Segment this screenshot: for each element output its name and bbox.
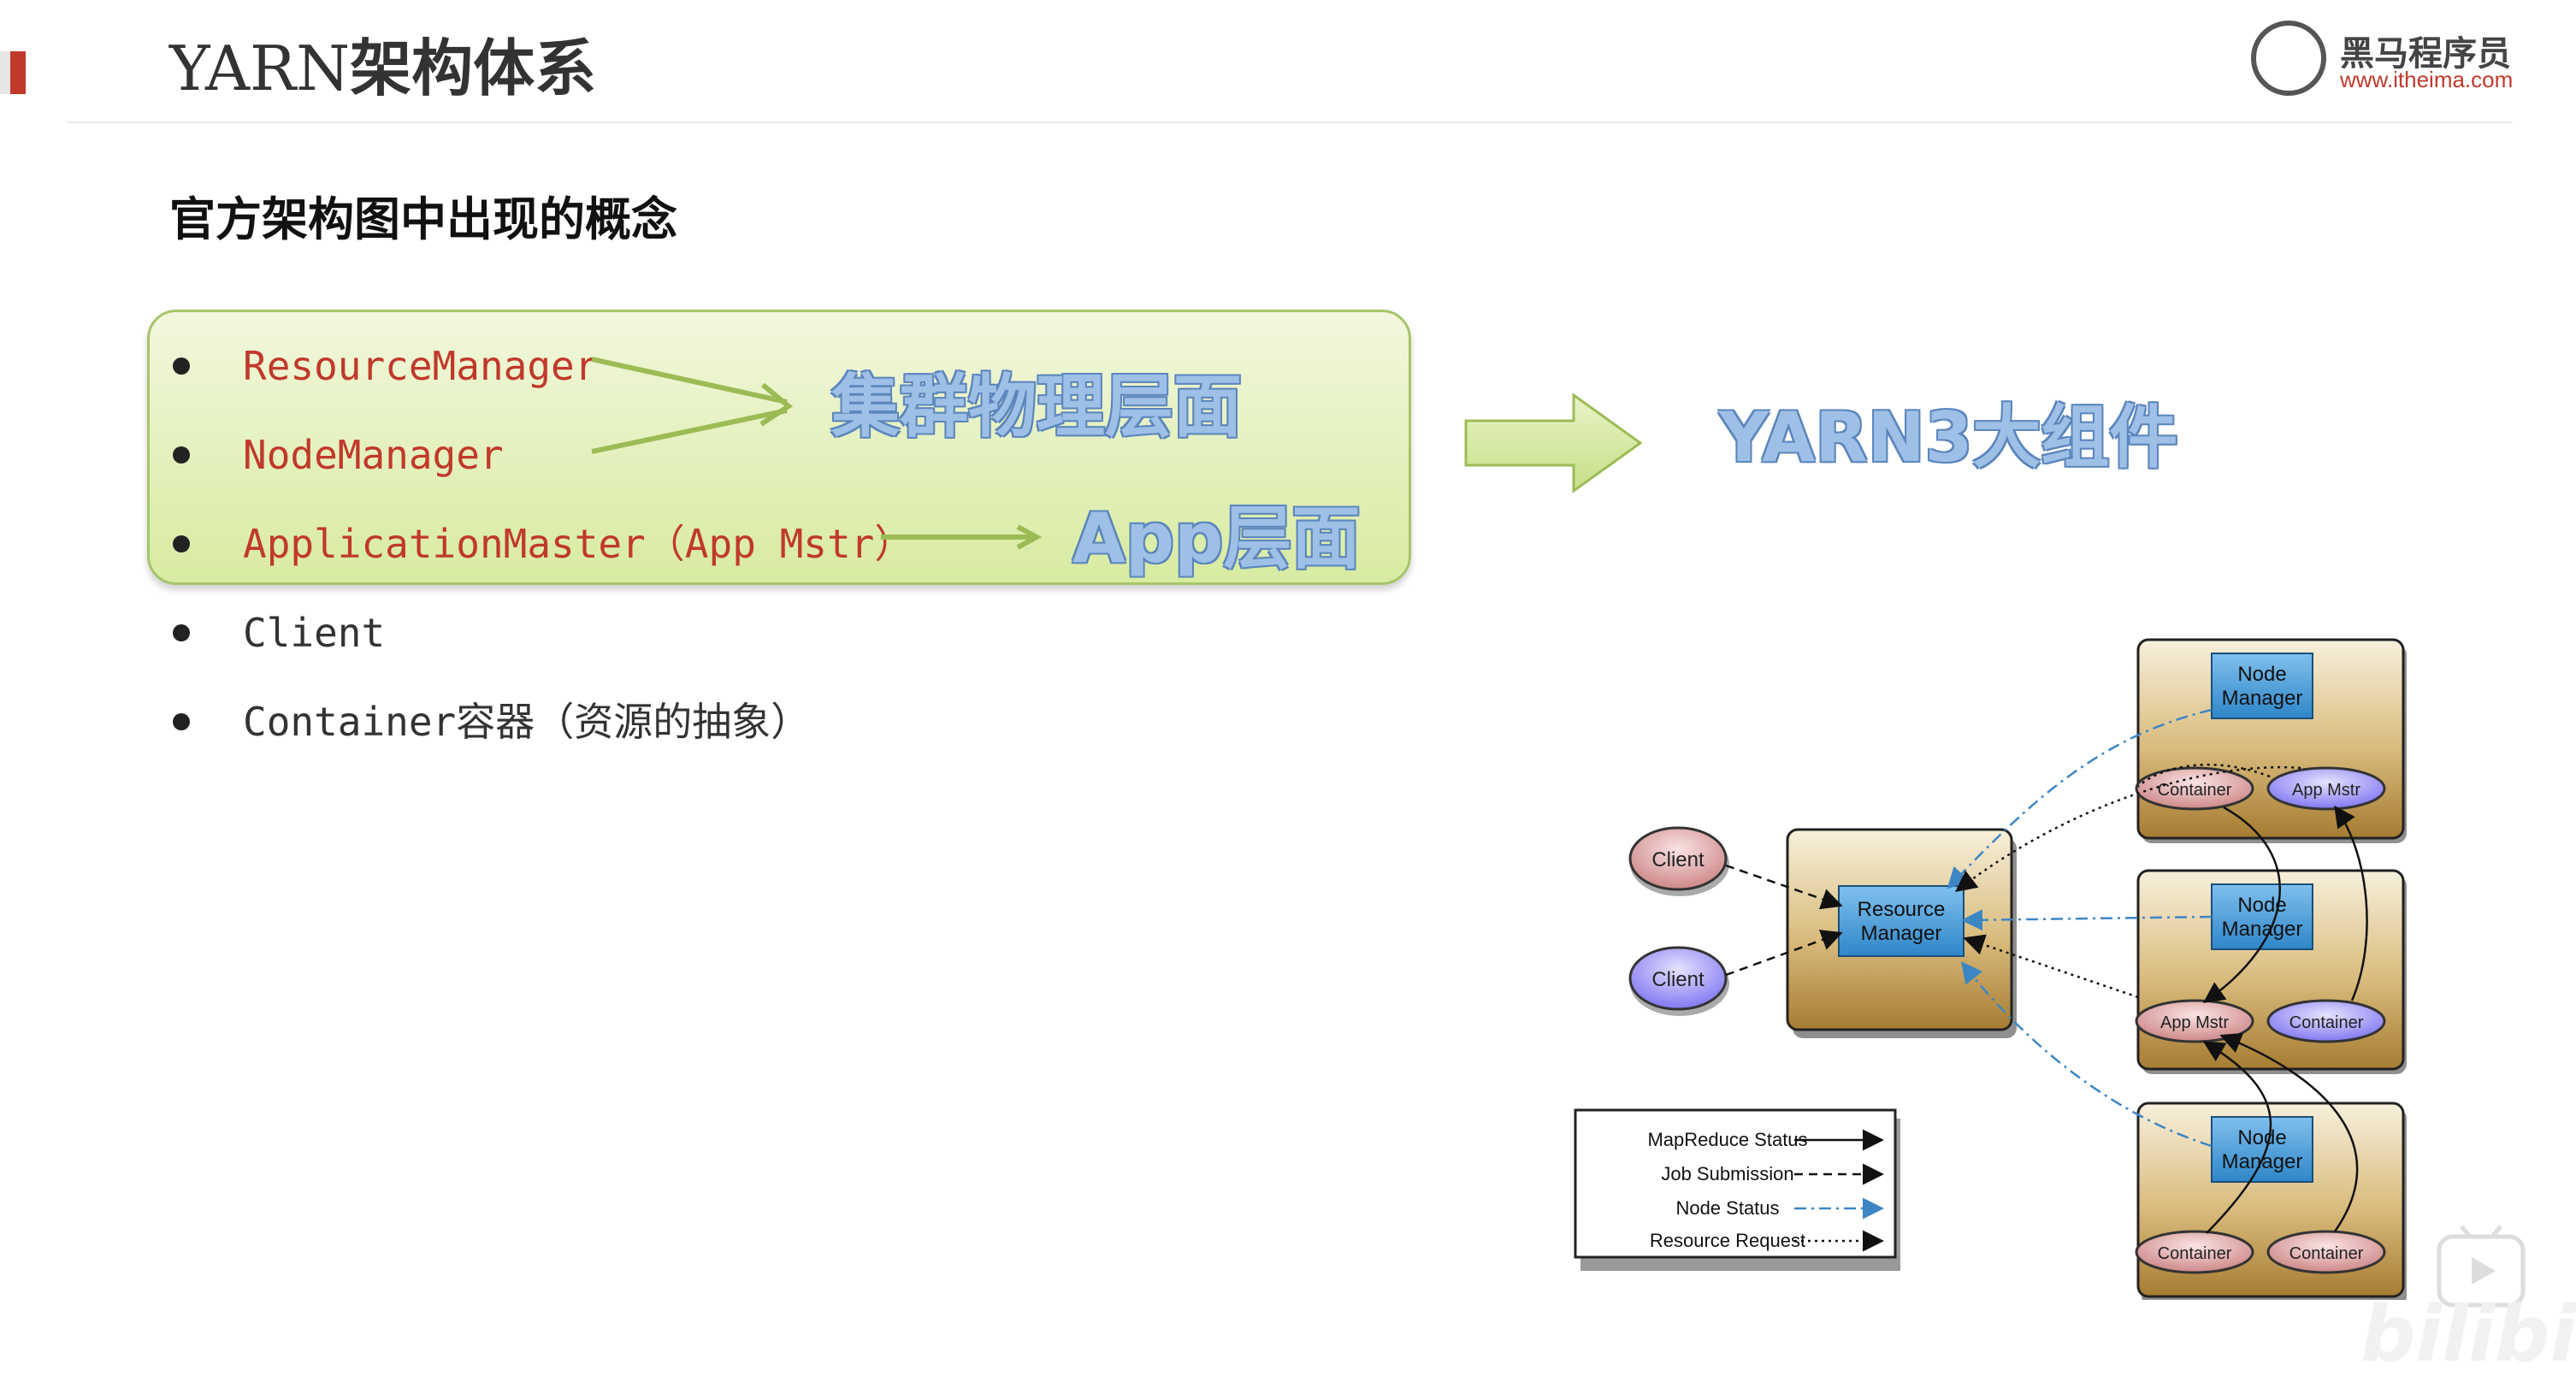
concept-arrows bbox=[591, 357, 1043, 550]
diagram-legend: MapReduce Status Job Submission Node Sta… bbox=[1574, 1108, 1900, 1271]
diagram-connectors bbox=[1725, 708, 2368, 1234]
title-divider bbox=[67, 121, 2513, 123]
concept-applicationmaster: ApplicationMaster（App Mstr） bbox=[243, 521, 914, 567]
bullet-icon bbox=[173, 446, 190, 464]
node-manager-3: Node Manager Container Container bbox=[2135, 1102, 2407, 1300]
highlight-box bbox=[147, 310, 1411, 585]
app-level-label: App层面 bbox=[1072, 499, 1361, 578]
nm3-container2-label: Container bbox=[2289, 1244, 2364, 1263]
nm1-label-1: Node bbox=[2237, 663, 2286, 686]
bilibili-watermark: bilibili bbox=[2360, 1290, 2576, 1379]
arrow-rm-to-cluster bbox=[591, 357, 788, 405]
rm-label-2: Manager bbox=[1861, 922, 1942, 945]
slide-title: YARN架构体系 bbox=[169, 32, 597, 104]
bullet-icon bbox=[173, 357, 190, 375]
client-2-label: Client bbox=[1651, 968, 1705, 991]
concept-client: Client bbox=[243, 610, 386, 656]
nm1-label-2: Manager bbox=[2222, 687, 2303, 710]
arrowhead-app bbox=[1016, 524, 1043, 550]
node-manager-2: Node Manager App Mstr Container bbox=[2135, 869, 2407, 1074]
client-2: Client bbox=[1628, 946, 1729, 1016]
logo-name: 黑马程序员 bbox=[2340, 34, 2511, 74]
legend-resource-request: Resource Request bbox=[1650, 1230, 1805, 1251]
logo-icon bbox=[2251, 21, 2326, 96]
nm1-appmstr-label: App Mstr bbox=[2292, 781, 2360, 800]
big-right-arrow bbox=[1464, 393, 1643, 493]
title-accent-bar bbox=[0, 51, 26, 94]
nm3-label-1: Node bbox=[2237, 1126, 2286, 1149]
bullet-icon bbox=[173, 535, 190, 552]
node-manager-1: Node Manager Container App Mstr bbox=[2135, 638, 2407, 843]
nm1-container-label: Container bbox=[2158, 781, 2232, 800]
nm2-appmstr-label: App Mstr bbox=[2160, 1013, 2229, 1032]
bilibili-play-icon[interactable] bbox=[2436, 1225, 2526, 1310]
logo-url: www.itheima.com bbox=[2340, 67, 2514, 92]
arrow-nm-to-cluster bbox=[591, 408, 788, 454]
concept-container: Container容器（资源的抽象） bbox=[243, 699, 811, 745]
bullet-icon bbox=[173, 713, 190, 730]
bullet-icon bbox=[173, 624, 190, 641]
legend-mapreduce-status: MapReduce Status bbox=[1647, 1129, 1807, 1150]
cluster-level-label: 集群物理层面 bbox=[831, 367, 1242, 446]
resource-manager-node: Resource Manager bbox=[1786, 828, 2017, 1038]
arrowhead-cluster bbox=[759, 382, 794, 427]
yarn-components-label: YARN3大组件 bbox=[1719, 398, 2178, 477]
concept-resourcemanager: ResourceManager bbox=[243, 343, 599, 389]
client-1: Client bbox=[1628, 826, 1729, 896]
nm2-container-label: Container bbox=[2289, 1013, 2364, 1032]
legend-job-submission: Job Submission bbox=[1661, 1163, 1793, 1184]
itheima-logo: 黑马程序员 www.itheima.com bbox=[2251, 21, 2525, 103]
concept-nodemanager: NodeManager bbox=[243, 432, 504, 478]
rm-label-1: Resource bbox=[1858, 898, 1946, 921]
client-1-label: Client bbox=[1651, 848, 1705, 871]
yarn-architecture-diagram: Client Client Resource Manager Node Mana… bbox=[1574, 638, 2407, 1300]
nm3-container1-label: Container bbox=[2158, 1244, 2232, 1263]
legend-node-status: Node Status bbox=[1675, 1197, 1779, 1219]
nm2-label-2: Manager bbox=[2222, 918, 2303, 941]
section-subtitle: 官方架构图中出现的概念 bbox=[169, 192, 677, 246]
